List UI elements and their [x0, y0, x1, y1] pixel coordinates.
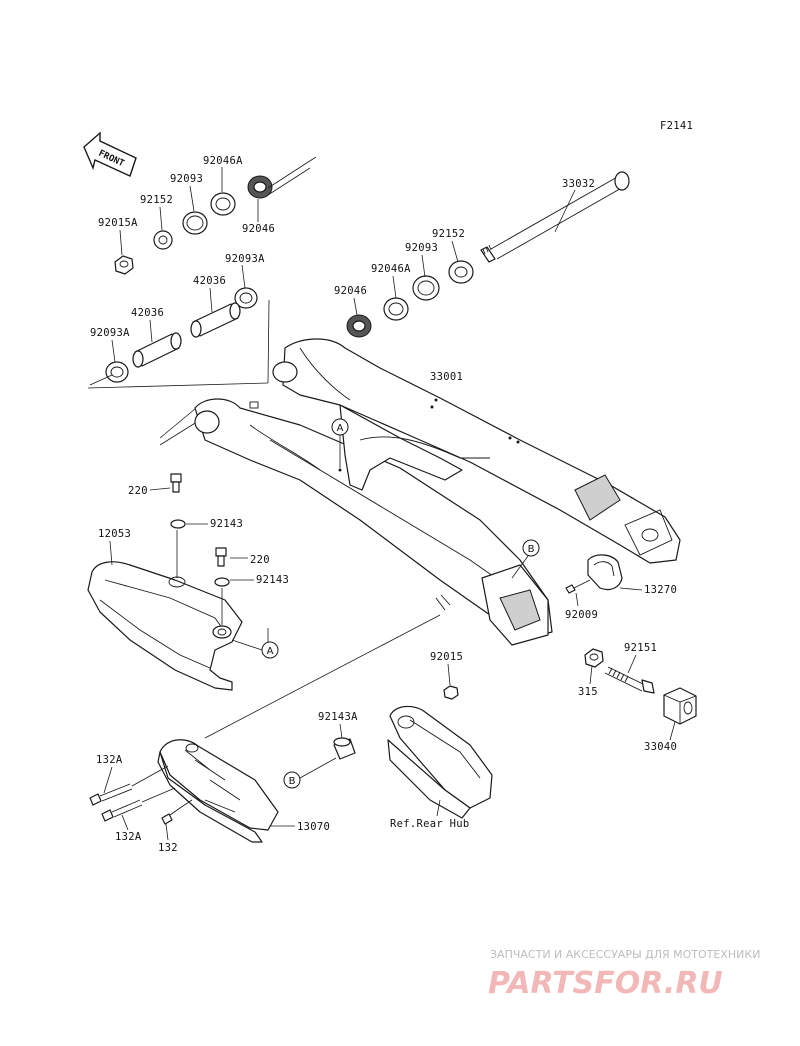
watermark-logo: PARTSFOR.RU: [488, 966, 723, 1001]
label-42036-top: 42036: [193, 275, 226, 287]
nut-92015: [443, 685, 459, 700]
label-92093A-left: 92093A: [90, 327, 130, 339]
callout-A-swingarm-text: A: [337, 423, 344, 434]
label-132A-top: 132A: [96, 754, 123, 766]
label-92093-right: 92093: [405, 242, 438, 254]
callout-B-swingarm: B: [511, 539, 540, 579]
adjuster-block-33040: [663, 687, 697, 725]
label-92151: 92151: [624, 642, 657, 654]
callout-B-swingarm-text: B: [528, 544, 535, 555]
label-33032: 33032: [562, 178, 595, 190]
bearing-group-left: [114, 175, 273, 275]
label-132A-bottom: 132A: [115, 831, 142, 843]
label-33001: 33001: [430, 371, 463, 383]
label-92046-right: 92046: [334, 285, 367, 297]
figure-code: F2141: [660, 120, 693, 132]
leader-chain-guide: [204, 614, 441, 739]
callout-A-guard: A: [231, 628, 279, 659]
label-92046A-right: 92046A: [371, 263, 411, 275]
label-92046-top: 92046: [242, 223, 275, 235]
collar-upper: [190, 287, 258, 338]
callout-B-guide: B: [283, 757, 337, 789]
label-92093-top: 92093: [170, 173, 203, 185]
screw-92009: [565, 579, 591, 594]
label-ref-rear-hub: Ref.Rear Hub: [390, 818, 469, 830]
collar-lower: [105, 332, 182, 383]
label-13270: 13270: [644, 584, 677, 596]
label-132: 132: [158, 842, 178, 854]
bolt-132A-bottom: [101, 787, 176, 822]
label-92093A-top: 92093A: [225, 253, 265, 265]
label-315: 315: [578, 686, 598, 698]
label-92143-b: 92143: [256, 574, 289, 586]
label-92046A-top: 92046A: [203, 155, 243, 167]
bolt-132A-top: [89, 765, 169, 806]
bolt-220-a: [170, 473, 182, 493]
washer-92143-b: [214, 577, 230, 587]
label-220-b: 220: [250, 554, 270, 566]
label-92152-right: 92152: [432, 228, 465, 240]
label-92015: 92015: [430, 651, 463, 663]
label-92152-top: 92152: [140, 194, 173, 206]
label-92143-a: 92143: [210, 518, 243, 530]
label-92009: 92009: [565, 609, 598, 621]
label-220-a: 220: [128, 485, 148, 497]
chain-adjuster-plate: [587, 554, 623, 591]
bolt-220-b: [215, 547, 227, 567]
label-42036-left: 42036: [131, 307, 164, 319]
label-33040: 33040: [644, 741, 677, 753]
bolt-132: [161, 799, 193, 825]
swingarm: [194, 338, 681, 646]
callout-A-guard-text: A: [267, 646, 274, 657]
label-13070: 13070: [297, 821, 330, 833]
chain-guide-plate-13070: [157, 739, 279, 843]
chain-guide-rear-hub: [387, 705, 493, 819]
label-12053: 12053: [98, 528, 131, 540]
watermark-tagline: ЗАПЧАСТИ И АКСЕССУАРЫ ДЛЯ МОТОТЕХНИКИ: [490, 948, 760, 961]
front-arrow-icon: FRONT: [83, 131, 137, 177]
callout-A-swingarm: A: [331, 418, 349, 468]
bolt-92151: [604, 666, 655, 694]
washer-92143-a: [170, 519, 186, 529]
callout-B-guide-text: B: [289, 776, 296, 787]
collar-92143A: [333, 737, 356, 760]
nut-315: [584, 648, 604, 668]
chain-slider: [87, 561, 243, 691]
label-92015A: 92015A: [98, 217, 138, 229]
bearing-group-right: [346, 260, 474, 338]
swingarm-pivot-shaft: [480, 171, 630, 263]
label-92143A: 92143A: [318, 711, 358, 723]
